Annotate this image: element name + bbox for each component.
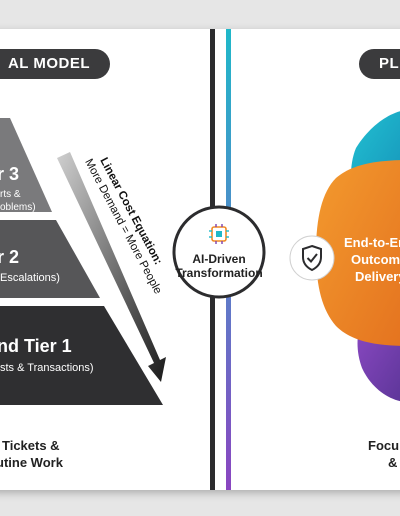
- shield-badge: [289, 235, 335, 281]
- petal-line2: Outcome: [351, 252, 400, 267]
- right-bottom-caption: Focu &: [368, 437, 399, 471]
- tier-3-sub-line2: oblems): [0, 202, 36, 213]
- center-line2: Transformation: [175, 266, 262, 280]
- ai-chip-icon: [209, 224, 229, 244]
- demand-arrow: [57, 152, 166, 382]
- orange-petal: [316, 160, 400, 346]
- right-bottom-line1: Focu: [368, 438, 400, 453]
- tier-1-band: [0, 306, 163, 405]
- left-bottom-line2: utine Work: [0, 455, 63, 470]
- tier-3-sub-line1: rts &: [0, 189, 21, 200]
- left-bottom-line1: Tickets &: [2, 438, 60, 453]
- tier-3-band: [0, 118, 52, 212]
- center-line1: AI-Driven: [192, 252, 245, 266]
- petal-line3: Delivery: [355, 269, 400, 284]
- petal-line1: End-to-En: [344, 235, 400, 250]
- right-bottom-line2: &: [388, 455, 398, 470]
- left-section-header: AL MODEL: [0, 49, 110, 79]
- tier-2-sub-line1: Escalations): [0, 272, 60, 284]
- ai-transformation-badge: [172, 205, 266, 299]
- tier-2-band: [0, 220, 100, 298]
- tier-1-title: nd Tier 1: [0, 336, 72, 356]
- right-section-header: PL: [359, 49, 400, 79]
- tier-3-title: r 3: [0, 164, 19, 184]
- tier-1-sub-line1: sts & Transactions): [0, 362, 94, 374]
- shield-check-icon: [302, 244, 322, 272]
- left-bottom-caption: Tickets & utine Work: [0, 437, 63, 471]
- tier-2-title: r 2: [0, 247, 19, 267]
